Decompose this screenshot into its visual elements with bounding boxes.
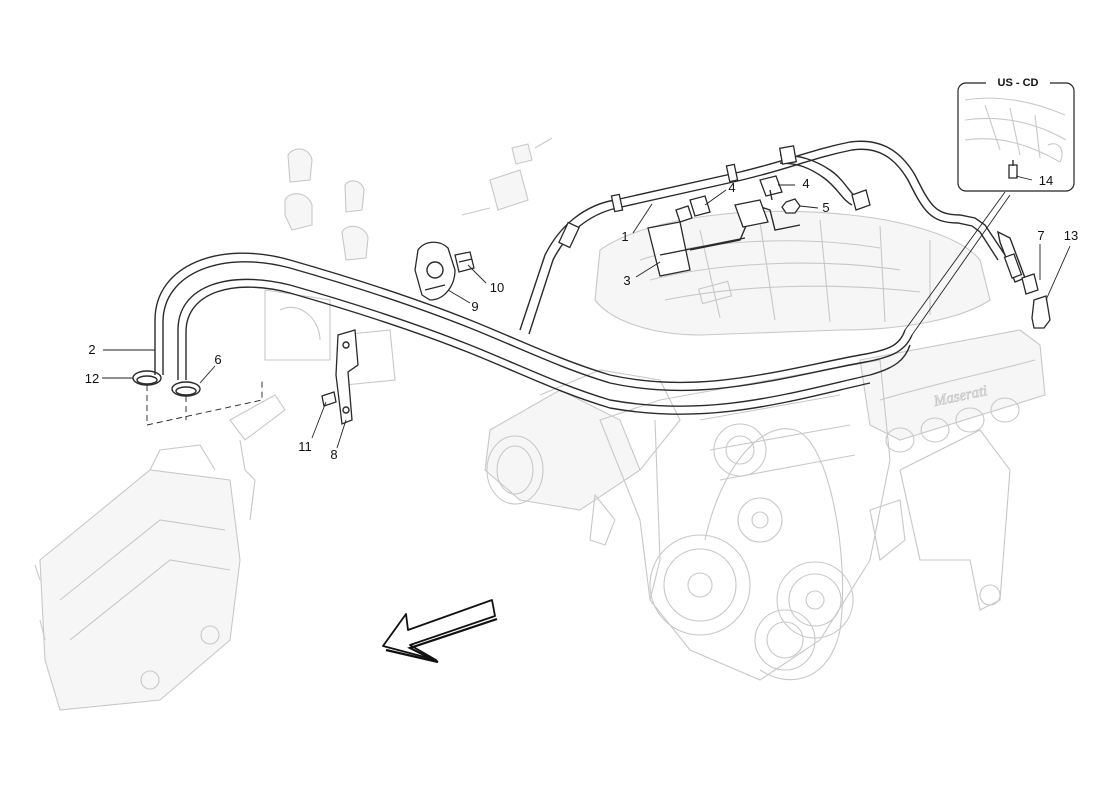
reservoir-ghost (34, 289, 396, 711)
callout-7: 7 (1037, 228, 1044, 243)
leader-lines (102, 175, 1071, 449)
part-10-clip (454, 251, 475, 273)
callout-5: 5 (822, 200, 829, 215)
part-8-bracket (335, 329, 359, 425)
callout-12: 12 (85, 371, 99, 386)
vent-hose-pair (154, 252, 913, 415)
callout-6: 6 (214, 352, 221, 367)
callout-4b: 4 (802, 176, 809, 191)
inset-us-cd: US - CD (957, 75, 1075, 192)
callout-labels: 1 2 3 4 4 5 6 7 8 9 10 11 12 13 14 (85, 173, 1078, 462)
part-13-elbow (1021, 273, 1051, 329)
callout-1: 1 (621, 229, 628, 244)
callout-10: 10 (490, 280, 504, 295)
part-6-clamp (171, 381, 201, 397)
engine-ghost (484, 210, 1046, 681)
part-5-nut (781, 198, 801, 214)
callout-14: 14 (1039, 173, 1053, 188)
part-11-bolt (321, 391, 337, 407)
part-12-clamp (132, 370, 162, 386)
callout-4a: 4 (728, 180, 735, 195)
callout-11: 11 (298, 439, 312, 454)
callout-8: 8 (330, 447, 337, 462)
vent-pipe-main (519, 140, 1026, 335)
alignment-lines (146, 191, 1011, 426)
callout-9: 9 (471, 299, 478, 314)
part-4-clips (675, 175, 783, 223)
callout-2: 2 (88, 342, 95, 357)
callout-3: 3 (623, 273, 630, 288)
ghost-clips (284, 137, 553, 261)
inset-title: US - CD (998, 77, 1039, 89)
callout-13: 13 (1064, 228, 1078, 243)
direction-arrow-icon (382, 599, 498, 664)
part-9-clamp (414, 241, 456, 301)
